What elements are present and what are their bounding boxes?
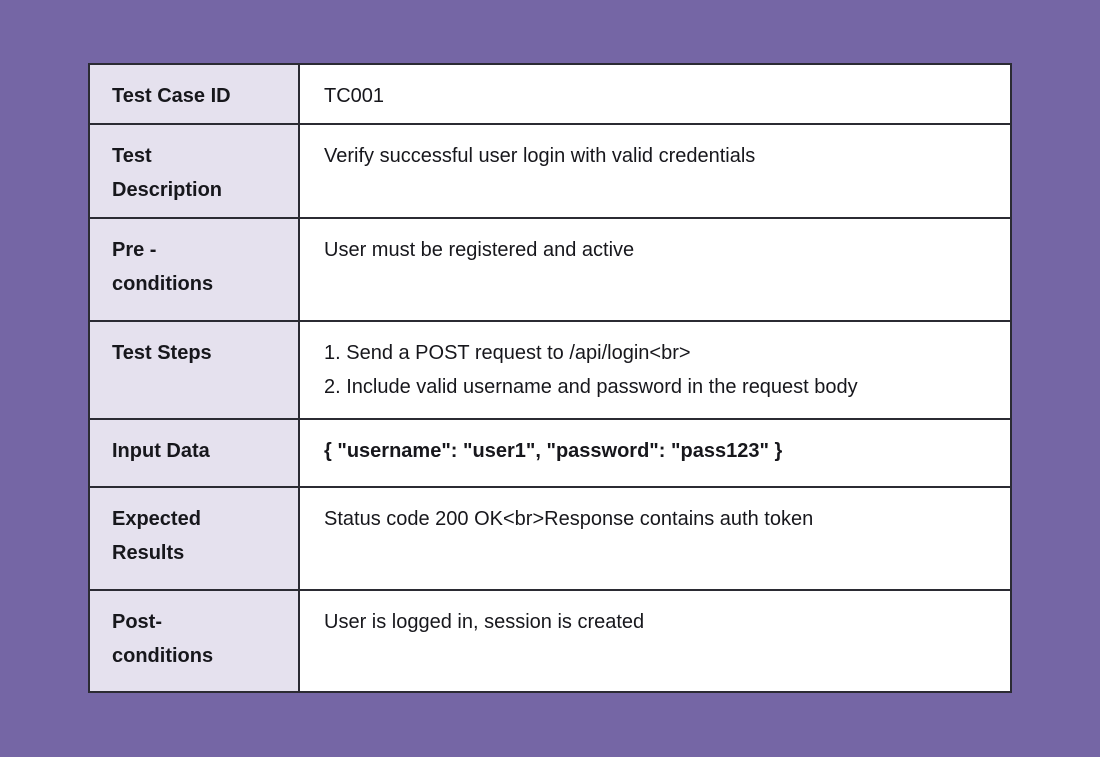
row-value-test-description: Verify successful user login with valid … (300, 125, 1010, 217)
row-label-test-steps: Test Steps (90, 322, 300, 418)
row-label-post-conditions: Post-conditions (90, 591, 300, 691)
table-row-input-data: Input Data { "username": "user1", "passw… (90, 418, 1010, 486)
row-value-input-data: { "username": "user1", "password": "pass… (300, 420, 1010, 486)
test-step-line-2: 2. Include valid username and password i… (324, 376, 858, 398)
table-row-test-description: Test Description Verify successful user … (90, 123, 1010, 217)
table-row-test-steps: Test Steps 1. Send a POST request to /ap… (90, 320, 1010, 418)
row-label-pre-conditions: Pre - conditions (90, 219, 300, 320)
table-row-expected-results: Expected Results Status code 200 OK<br>R… (90, 486, 1010, 589)
row-value-pre-conditions: User must be registered and active (300, 219, 1010, 320)
row-value-post-conditions: User is logged in, session is created (300, 591, 1010, 691)
row-label-test-case-id: Test Case ID (90, 65, 300, 123)
row-value-test-steps: 1. Send a POST request to /api/login<br>… (300, 322, 1010, 418)
test-case-table: Test Case ID TC001 Test Description Veri… (88, 63, 1012, 693)
row-value-test-case-id: TC001 (300, 65, 1010, 123)
row-label-test-description: Test Description (90, 125, 300, 217)
table-row-test-case-id: Test Case ID TC001 (90, 65, 1010, 123)
row-value-expected-results: Status code 200 OK<br>Response contains … (300, 488, 1010, 589)
row-label-input-data: Input Data (90, 420, 300, 486)
table-row-pre-conditions: Pre - conditions User must be registered… (90, 217, 1010, 320)
table-row-post-conditions: Post-conditions User is logged in, sessi… (90, 589, 1010, 691)
row-label-expected-results: Expected Results (90, 488, 300, 589)
test-step-line-1: 1. Send a POST request to /api/login<br> (324, 342, 691, 364)
